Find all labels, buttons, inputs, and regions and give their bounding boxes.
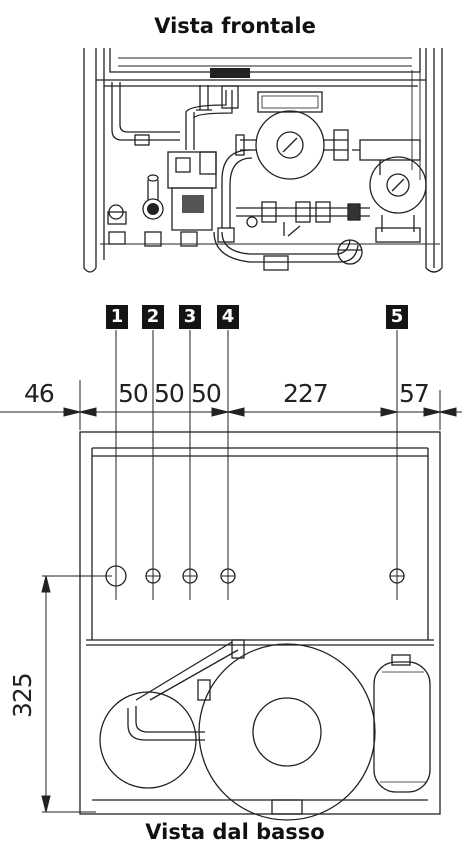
connection-badge-3: 3 [179,305,201,329]
connection-badge-5: 5 [386,305,408,329]
title-bottom-view: Vista dal basso [145,820,325,844]
dimension-50-c: 50 [191,379,222,408]
dimension-50-a: 50 [118,379,149,408]
dimension-lines [0,330,462,813]
dimension-57: 57 [399,379,430,408]
dimension-227: 227 [283,379,329,408]
connection-badge-2: 2 [142,305,164,329]
bottom-view [79,431,441,821]
front-view [83,48,443,273]
dimension-50-b: 50 [154,379,185,408]
connection-badge-1: 1 [106,305,128,329]
dimension-325: 325 [8,673,37,718]
dimension-46: 46 [24,379,55,408]
connection-badge-4: 4 [217,305,239,329]
title-front-view: Vista frontale [154,14,316,38]
